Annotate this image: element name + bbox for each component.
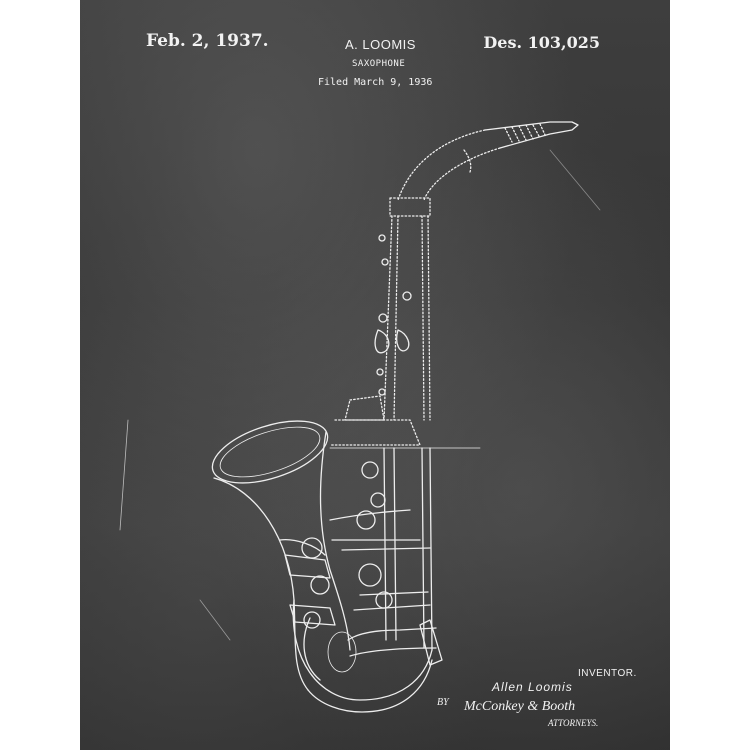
invention-title: SAXOPHONE	[352, 59, 406, 69]
saxophone-drawing	[119, 121, 601, 713]
patent-number: Des. 103,025	[483, 33, 600, 52]
patent-date: Feb. 2, 1937.	[146, 31, 269, 51]
attorneys-label: ATTORNEYS.	[548, 718, 599, 728]
inventor-name-header: A. LOOMIS	[345, 37, 416, 52]
inventor-label: INVENTOR.	[578, 668, 637, 679]
chalkboard-print: Feb. 2, 1937. A. LOOMIS SAXOPHONE Filed …	[80, 0, 670, 750]
inventor-signature: Allen Loomis	[492, 680, 573, 694]
attorney-signature: McConkey & Booth	[464, 699, 576, 714]
filed-date: Filed March 9, 1936	[318, 77, 433, 88]
by-label: BY	[437, 697, 449, 708]
